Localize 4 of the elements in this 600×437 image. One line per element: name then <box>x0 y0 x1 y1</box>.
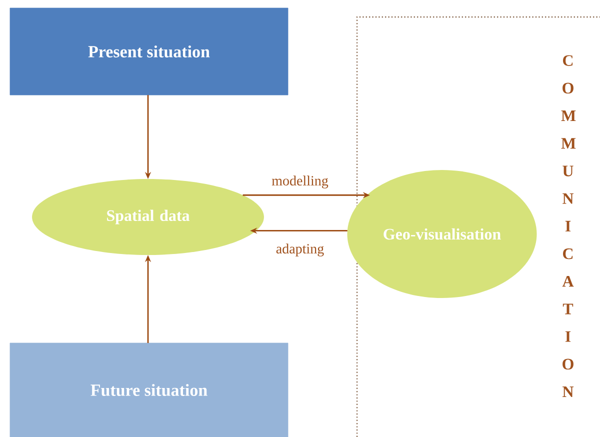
edge-label: adapting <box>274 242 326 258</box>
edge-label: modelling <box>270 174 330 190</box>
situation-box: Future situation <box>10 342 288 437</box>
situation-box: Present situation <box>10 8 288 96</box>
